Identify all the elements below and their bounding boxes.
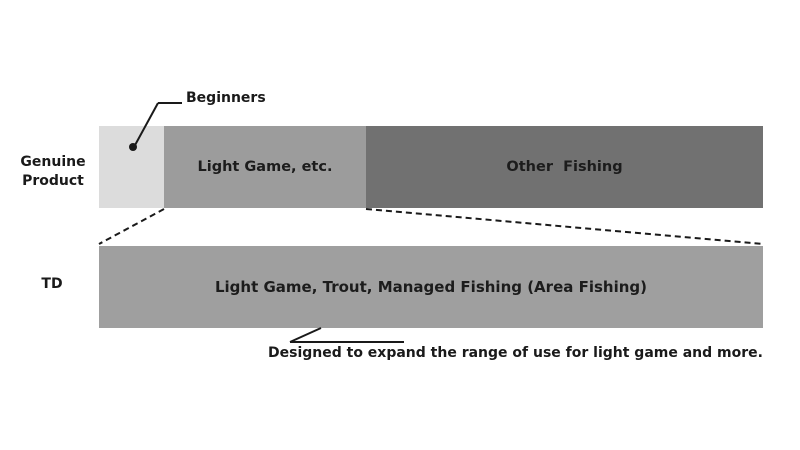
genuine-product-label: Genuine Product [14,153,92,191]
genuine-product-label-text: Genuine Product [20,154,86,189]
td-label: TD [41,276,63,292]
other-fishing-label: Other Fishing [506,159,623,175]
other-fishing-segment: Other Fishing [366,126,763,208]
td-bar: Light Game, Trout, Managed Fishing (Area… [99,246,763,328]
td-caption: Designed to expand the range of use for … [268,345,763,361]
light-game-label: Light Game, etc. [197,159,333,175]
zoom-dash-left [98,208,165,245]
beginners-callout-label: Beginners [186,90,266,106]
beginners-segment [99,126,164,208]
zoom-dash-right [365,208,764,245]
td-bar-label: Light Game, Trout, Managed Fishing (Area… [214,278,647,296]
td-caption-leader-line [289,327,322,343]
light-game-segment: Light Game, etc. [164,126,366,208]
